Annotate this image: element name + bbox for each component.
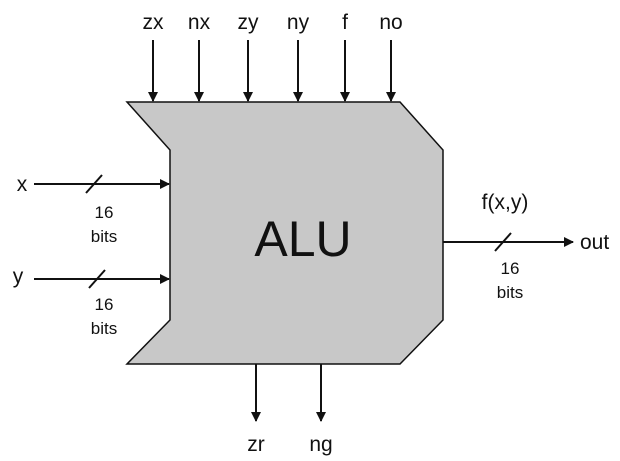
control-input-nx: nx: [188, 11, 211, 102]
output-function-label: f(x,y): [482, 191, 529, 214]
control-input-label: zy: [238, 11, 260, 34]
bus-width-unit: bits: [91, 227, 117, 246]
bus-width-value: 16: [501, 259, 520, 278]
data-input-y: y 16 bits: [13, 265, 170, 338]
data-input-label: y: [13, 265, 24, 288]
status-output-zr: zr: [247, 364, 265, 456]
control-input-label: zx: [143, 11, 165, 34]
control-input-no: no: [379, 11, 403, 102]
bus-width-slash: [85, 174, 103, 194]
status-output-ng: ng: [309, 364, 333, 456]
control-input-label: f: [342, 11, 348, 34]
control-input-zx: zx: [143, 11, 165, 102]
status-output-label: zr: [247, 433, 265, 456]
output-label: out: [580, 231, 609, 254]
control-input-f: f: [340, 11, 350, 102]
bus-width-slash: [88, 269, 106, 289]
status-output-label: ng: [309, 433, 332, 456]
control-input-label: ny: [287, 11, 310, 34]
control-input-label: no: [379, 11, 402, 34]
bus-width-slash: [494, 232, 512, 252]
bus-width-unit: bits: [91, 319, 117, 338]
bus-width-value: 16: [95, 295, 114, 314]
data-input-x: x 16 bits: [17, 173, 170, 246]
control-input-label: nx: [188, 11, 211, 34]
bus-width-value: 16: [95, 203, 114, 222]
control-input-ny: ny: [287, 11, 310, 102]
bus-width-unit: bits: [497, 283, 523, 302]
output-out: f(x,y) out 16 bits: [443, 191, 609, 302]
data-input-label: x: [17, 173, 28, 196]
alu-block: [125, 101, 444, 365]
control-input-zy: zy: [238, 11, 260, 102]
alu-label: ALU: [254, 211, 351, 267]
